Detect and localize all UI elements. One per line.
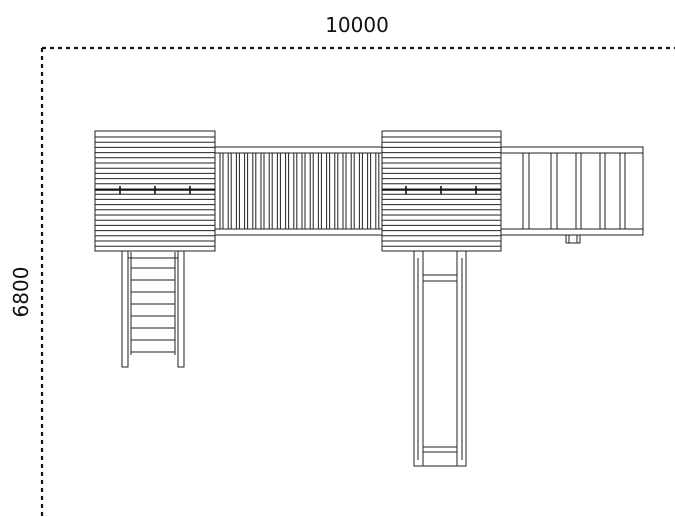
walkway [500,146,644,244]
bridge [214,146,383,236]
width-dimension-label: 10000 [325,13,389,37]
left-platform [94,130,216,252]
left-ladder [121,250,185,368]
right-platform [381,130,502,252]
slide [413,250,467,467]
height-dimension-label: 6800 [9,267,33,318]
